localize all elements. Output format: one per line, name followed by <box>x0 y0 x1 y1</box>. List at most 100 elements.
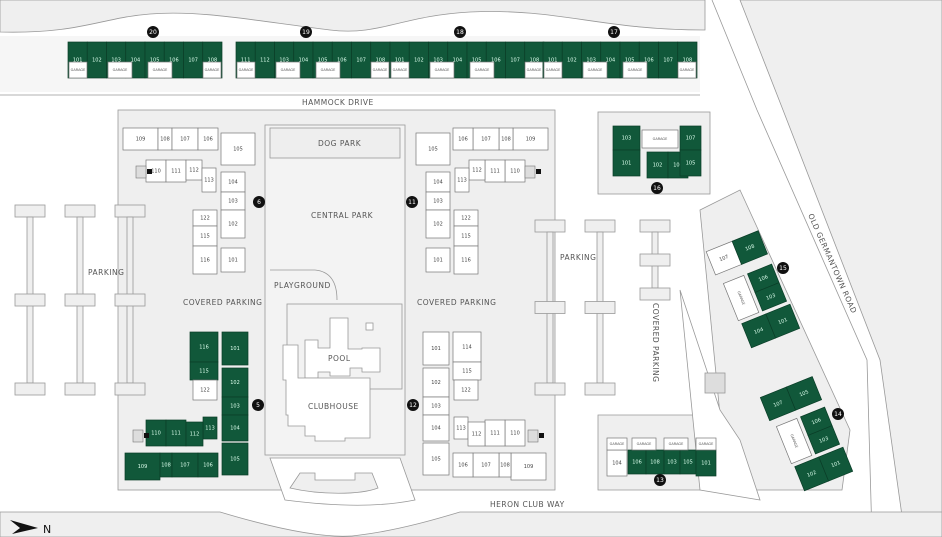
unit-104[interactable]: 104 <box>422 414 450 442</box>
unit-105[interactable]: 105 <box>785 376 823 411</box>
unit-103[interactable]: 103 <box>612 125 641 151</box>
unit-101[interactable]: 101 <box>695 449 717 477</box>
unit-107[interactable]: 107 <box>658 41 679 79</box>
unit-104[interactable]: 104 <box>741 313 777 349</box>
unit-113[interactable]: 113 <box>201 167 217 193</box>
unit-112[interactable]: 112 <box>467 421 486 447</box>
unit-106[interactable]: 106 <box>197 452 219 478</box>
unit-102[interactable]: 102 <box>425 209 451 239</box>
unit-108[interactable]: 108 <box>498 127 514 151</box>
unit-104[interactable]: 104 <box>425 171 451 193</box>
unit-107[interactable]: 107 <box>183 41 204 79</box>
unit-107[interactable]: 107 <box>505 41 526 79</box>
unit-110[interactable]: 110 <box>504 159 526 183</box>
unit-106[interactable]: 106 <box>452 452 474 478</box>
unit-111[interactable]: 111 <box>165 159 187 183</box>
unit-112[interactable]: 112 <box>185 159 203 181</box>
unit-102[interactable]: 102 <box>561 41 582 79</box>
unit-103[interactable]: 103 <box>754 282 788 312</box>
unit-115[interactable]: 115 <box>192 225 218 247</box>
unit-112[interactable]: 112 <box>254 41 275 79</box>
unit-102[interactable]: 102 <box>646 151 669 179</box>
unit-103[interactable]: 103 <box>220 191 246 211</box>
unit-102[interactable]: 102 <box>86 41 107 79</box>
unit-103[interactable]: 103 <box>807 425 841 455</box>
unit-108[interactable]: 108 <box>645 449 665 475</box>
unit-105[interactable]: 105 <box>422 442 450 476</box>
unit-104[interactable]: 104 <box>221 414 249 442</box>
unit-101[interactable]: 101 <box>220 247 246 273</box>
unit-109[interactable]: 109 <box>512 127 549 151</box>
unit-112[interactable]: 112 <box>468 159 486 181</box>
unit-109[interactable]: 109 <box>122 127 159 151</box>
unit-102[interactable]: 102 <box>221 367 249 398</box>
unit-108[interactable]: 108 <box>157 127 173 151</box>
unit-110[interactable]: 110 <box>504 419 526 447</box>
unit-113[interactable]: 113 <box>454 167 470 193</box>
unit-101[interactable]: 101 <box>425 247 451 273</box>
unit-109[interactable]: 109 <box>510 452 547 481</box>
unit-102[interactable]: 102 <box>422 367 450 398</box>
unit-107[interactable]: 107 <box>679 125 702 151</box>
unit-107[interactable]: 107 <box>171 452 199 478</box>
unit-101[interactable]: 101 <box>221 331 249 366</box>
unit-103[interactable]: 103 <box>221 396 249 416</box>
unit-122[interactable]: 122 <box>453 209 479 227</box>
unit-108[interactable]: 108 <box>159 452 173 478</box>
unit-116[interactable]: 116 <box>192 245 218 275</box>
unit-113[interactable]: 113 <box>202 416 218 440</box>
unit-103[interactable]: 103 <box>425 191 451 211</box>
unit-103[interactable]: 103 <box>422 396 450 416</box>
unit-102[interactable]: 102 <box>408 41 429 79</box>
unit-103[interactable]: 103 <box>663 449 681 475</box>
building-11[interactable]: 1091081071061051101111121131041031021011… <box>406 127 549 275</box>
unit-107[interactable]: 107 <box>472 452 500 478</box>
unit-122[interactable]: 122 <box>192 209 218 227</box>
unit-116[interactable]: 116 <box>453 245 479 275</box>
unit-106[interactable]: 106 <box>197 127 219 151</box>
unit-115[interactable]: 115 <box>189 361 219 381</box>
unit-101[interactable]: 101 <box>612 149 641 177</box>
unit-105[interactable]: 105 <box>221 442 249 476</box>
unit-101[interactable]: 101 <box>422 331 450 366</box>
unit-104[interactable]: 104 <box>220 171 246 193</box>
unit-107[interactable]: 107 <box>472 127 500 151</box>
unit-108[interactable]: 108 <box>731 230 768 265</box>
unit-102[interactable]: 102 <box>220 209 246 239</box>
unit-101[interactable]: 101 <box>765 303 801 339</box>
unit-106[interactable]: 106 <box>627 449 647 475</box>
unit-113[interactable]: 113 <box>453 416 469 440</box>
unit-116[interactable]: 116 <box>189 331 219 363</box>
unit-104[interactable]: 104 <box>606 449 628 477</box>
unit-111[interactable]: 111 <box>165 419 187 447</box>
unit-101[interactable]: 101 <box>818 446 854 482</box>
unit-105[interactable]: 105 <box>679 449 697 475</box>
unit-105[interactable]: 105 <box>679 149 702 177</box>
unit-115[interactable]: 115 <box>452 361 482 381</box>
unit-122[interactable]: 122 <box>453 379 479 401</box>
unit-112[interactable]: 112 <box>185 421 204 447</box>
unit-107[interactable]: 107 <box>171 127 199 151</box>
unit-109[interactable]: 109 <box>124 452 161 481</box>
building-12[interactable]: 1011021031041051141151221131101111121091… <box>407 331 547 481</box>
unit-114[interactable]: 114 <box>452 331 482 363</box>
unit-108[interactable]: 108 <box>498 452 512 478</box>
unit-107[interactable]: 107 <box>351 41 372 79</box>
unit-111[interactable]: 111 <box>484 419 506 447</box>
unit-111[interactable]: 111 <box>484 159 506 183</box>
unit-105[interactable]: 105 <box>415 132 451 166</box>
unit-105[interactable]: 105 <box>220 132 256 166</box>
unit-122[interactable]: 122 <box>192 379 218 401</box>
unit-106[interactable]: 106 <box>452 127 474 151</box>
unit-115[interactable]: 115 <box>453 225 479 247</box>
